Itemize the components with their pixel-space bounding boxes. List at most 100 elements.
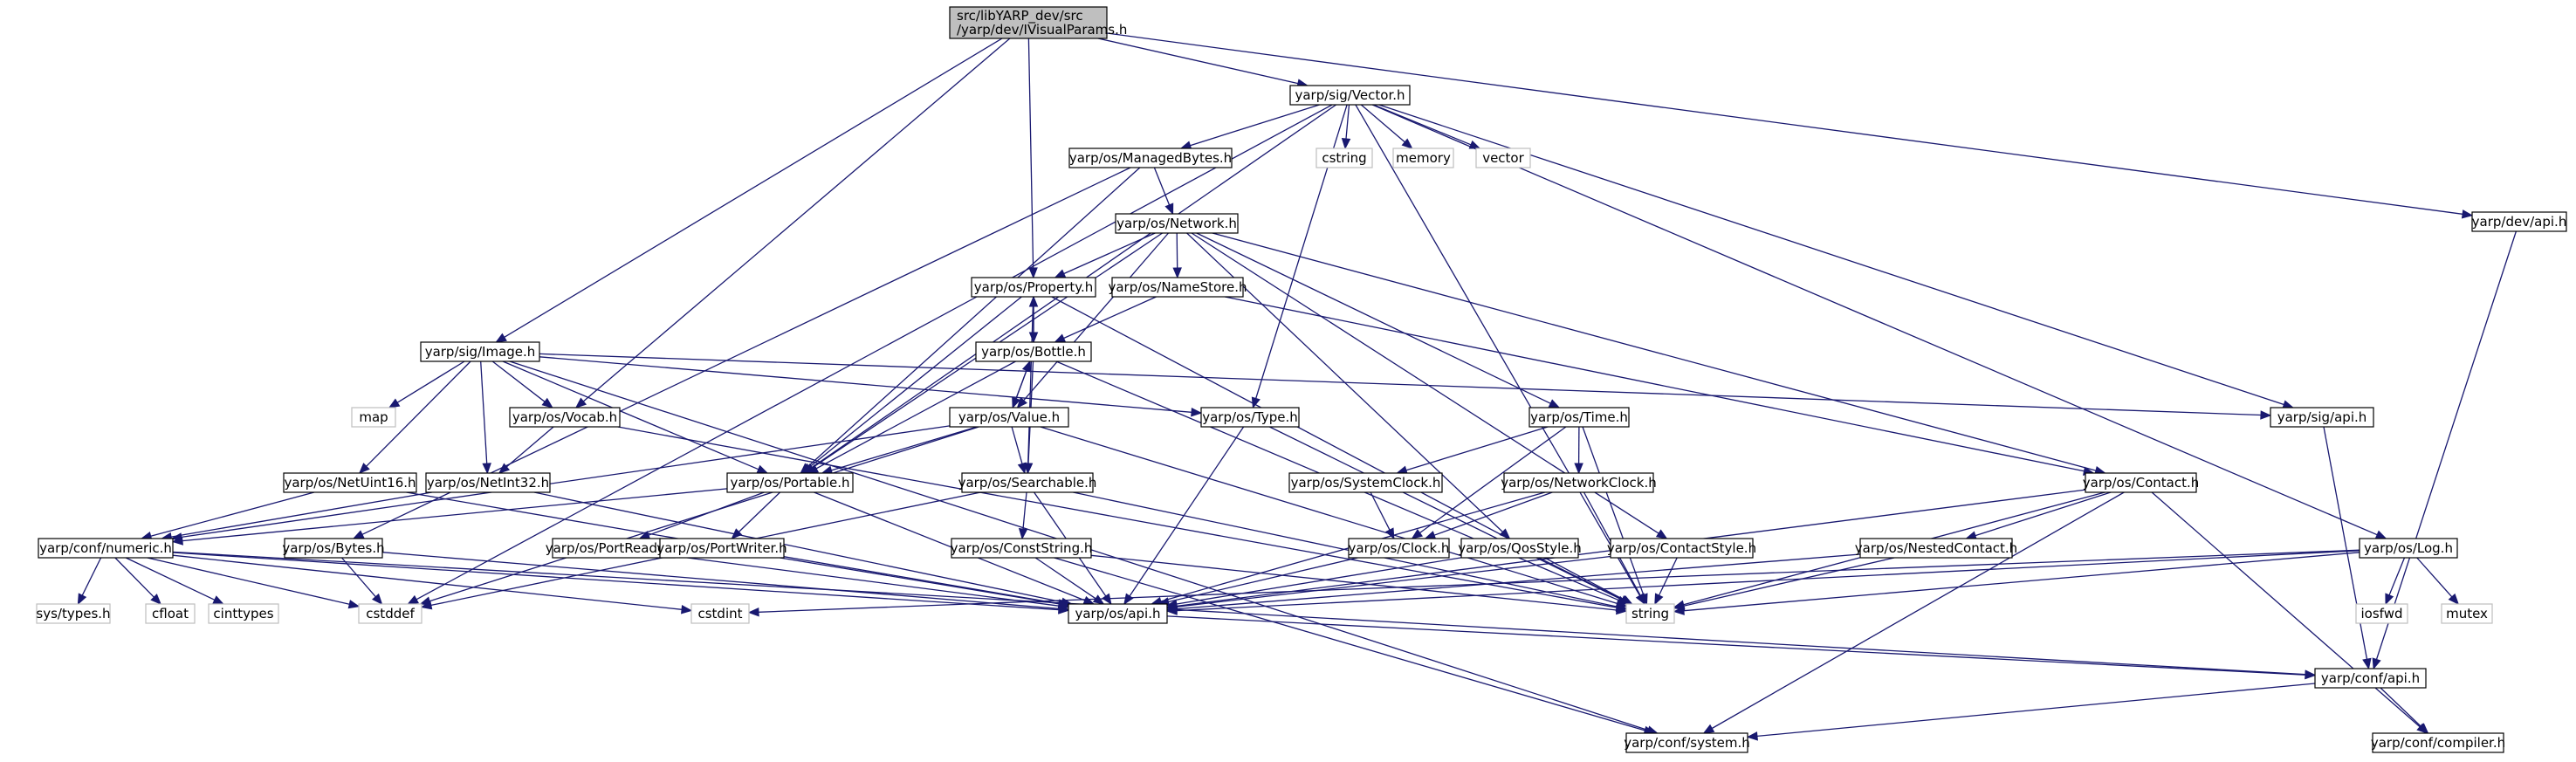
edge-network-to-namestore <box>1176 232 1178 269</box>
node-property[interactable]: yarp/os/Property.h <box>971 277 1096 298</box>
node-portwriter[interactable]: yarp/os/PortWriter.h <box>656 538 787 559</box>
node-cstddef: cstddef <box>358 603 422 624</box>
edge-confapi-to-confcompiler <box>2380 687 2421 727</box>
node-conststring[interactable]: yarp/os/ConstString.h <box>951 538 1093 559</box>
node-confsystem[interactable]: yarp/conf/system.h <box>1624 732 1750 753</box>
node-contact[interactable]: yarp/os/Contact.h <box>2083 472 2200 493</box>
arrowhead-image-to-netint32 <box>482 463 491 475</box>
arrowhead-network-to-property <box>1054 269 1067 278</box>
node-box <box>1610 538 1754 559</box>
arrowhead-vocab-to-netint32 <box>498 463 511 474</box>
node-portable[interactable]: yarp/os/Portable.h <box>726 472 854 493</box>
node-image[interactable]: yarp/sig/Image.h <box>420 341 540 362</box>
edge-numeric-to-cstddef <box>147 557 350 605</box>
node-bytes[interactable]: yarp/os/Bytes.h <box>282 538 385 559</box>
edge-contact-to-confsystem <box>1711 491 2125 730</box>
edge-type-to-osapi <box>1129 426 1245 597</box>
node-box <box>1068 148 1233 168</box>
arrowhead-root-to-property <box>1028 267 1038 279</box>
edge-osapi-to-confapi <box>1166 615 2306 676</box>
arrowhead-conststring-to-string <box>1616 605 1628 615</box>
node-box <box>2372 732 2504 753</box>
node-namestore[interactable]: yarp/os/NameStore.h <box>1108 277 1247 298</box>
arrowhead-log-to-osapi <box>1165 606 1178 615</box>
node-label: yarp/os/NestedContact.h <box>1855 540 2017 556</box>
node-networkclock[interactable]: yarp/os/NetworkClock.h <box>1501 472 1657 493</box>
node-systemclock[interactable]: yarp/os/SystemClock.h <box>1288 472 1443 493</box>
node-type[interactable]: yarp/os/Type.h <box>1200 407 1300 428</box>
node-osapi[interactable]: yarp/os/api.h <box>1068 603 1168 624</box>
edge-vector-to-vectorstd <box>1373 104 1472 146</box>
node-box <box>1475 148 1531 168</box>
node-qosstyle[interactable]: yarp/os/QosStyle.h <box>1458 538 1582 559</box>
node-label: yarp/os/SystemClock.h <box>1291 475 1441 491</box>
node-portreader[interactable]: yarp/os/PortReader.h <box>546 538 683 559</box>
node-searchable[interactable]: yarp/os/Searchable.h <box>958 472 1097 493</box>
edge-root-to-devapi <box>1106 32 2463 215</box>
node-label: yarp/os/Bottle.h <box>981 344 1086 360</box>
node-label: yarp/os/QosStyle.h <box>1458 540 1582 556</box>
node-vector[interactable]: yarp/sig/Vector.h <box>1289 85 1411 106</box>
edge-value-to-searchable <box>1011 426 1023 464</box>
node-confapi[interactable]: yarp/conf/api.h <box>2314 668 2427 689</box>
node-box <box>351 407 396 428</box>
arrowhead-portable-to-portwriter <box>731 528 743 539</box>
node-label: yarp/os/NetworkClock.h <box>1501 475 1657 491</box>
node-label: yarp/sig/Image.h <box>425 344 536 360</box>
arrowhead-sigapi-to-confapi <box>2362 657 2372 670</box>
arrowhead-managedbytes-to-network <box>1164 203 1174 216</box>
node-vocab[interactable]: yarp/os/Vocab.h <box>509 407 621 428</box>
edge-qosstyle-to-string <box>1538 557 1623 601</box>
edge-vector-to-cstring <box>1345 104 1350 140</box>
node-devapi[interactable]: yarp/dev/api.h <box>2471 211 2567 232</box>
node-contactstyle[interactable]: yarp/os/ContactStyle.h <box>1607 538 1756 559</box>
node-nestedcontact[interactable]: yarp/os/NestedContact.h <box>1855 538 2017 559</box>
node-label: yarp/os/Type.h <box>1202 409 1298 425</box>
node-box <box>949 6 1108 39</box>
node-box <box>2355 603 2408 624</box>
node-managedbytes[interactable]: yarp/os/ManagedBytes.h <box>1068 148 1233 168</box>
node-label: cstdint <box>697 606 742 621</box>
node-box <box>726 472 854 493</box>
node-label: yarp/os/Property.h <box>974 279 1093 295</box>
node-box <box>283 472 417 493</box>
arrowhead-numeric-to-cfloat <box>150 594 162 605</box>
node-netint32[interactable]: yarp/os/NetInt32.h <box>425 472 551 493</box>
node-value[interactable]: yarp/os/Value.h <box>949 407 1069 428</box>
edge-root-to-vector <box>1097 38 1299 85</box>
edge-conststring-to-string <box>1090 554 1618 611</box>
edge-managedbytes-to-network <box>1153 167 1171 206</box>
arrowhead-type-to-osapi <box>1123 593 1134 606</box>
node-bottle[interactable]: yarp/os/Bottle.h <box>975 341 1092 362</box>
arrowhead-vector-to-memory <box>1401 138 1413 149</box>
node-time[interactable]: yarp/os/Time.h <box>1528 407 1630 428</box>
arrowhead-network-to-value <box>1016 396 1027 409</box>
edge-conststring-to-confsystem <box>1054 557 1645 731</box>
edge-portwriter-to-osapi <box>780 557 1060 605</box>
node-network[interactable]: yarp/os/Network.h <box>1115 213 1239 234</box>
node-box <box>2441 603 2493 624</box>
node-box <box>951 538 1092 559</box>
edge-managedbytes-to-portable <box>807 167 1141 468</box>
node-box <box>1289 85 1411 106</box>
node-sigapi[interactable]: yarp/sig/api.h <box>2270 407 2374 428</box>
node-label: memory <box>1396 150 1451 166</box>
edge-network-to-contact <box>1212 232 2097 471</box>
node-label: src/libYARP_dev/src/yarp/dev/IVisualPara… <box>957 8 1127 38</box>
node-cstring: cstring <box>1315 148 1373 168</box>
node-cfloat: cfloat <box>145 603 196 624</box>
edge-confapi-to-confsystem <box>1756 683 2316 738</box>
node-log[interactable]: yarp/os/Log.h <box>2359 538 2458 559</box>
edge-vector-to-log <box>1371 104 2378 536</box>
node-clock[interactable]: yarp/os/Clock.h <box>1348 538 1450 559</box>
node-label: yarp/sig/Vector.h <box>1295 87 1405 103</box>
node-confcompiler[interactable]: yarp/conf/compiler.h <box>2371 732 2505 753</box>
node-box <box>1392 148 1454 168</box>
node-numeric[interactable]: yarp/conf/numeric.h <box>38 538 174 559</box>
node-box <box>284 538 383 559</box>
node-netuint16[interactable]: yarp/os/NetUint16.h <box>283 472 417 493</box>
node-label: yarp/conf/numeric.h <box>39 540 172 556</box>
arrowhead-image-to-type <box>1191 408 1203 417</box>
node-label: mutex <box>2446 606 2488 621</box>
arrowhead-networkclock-to-clock <box>1424 531 1437 540</box>
